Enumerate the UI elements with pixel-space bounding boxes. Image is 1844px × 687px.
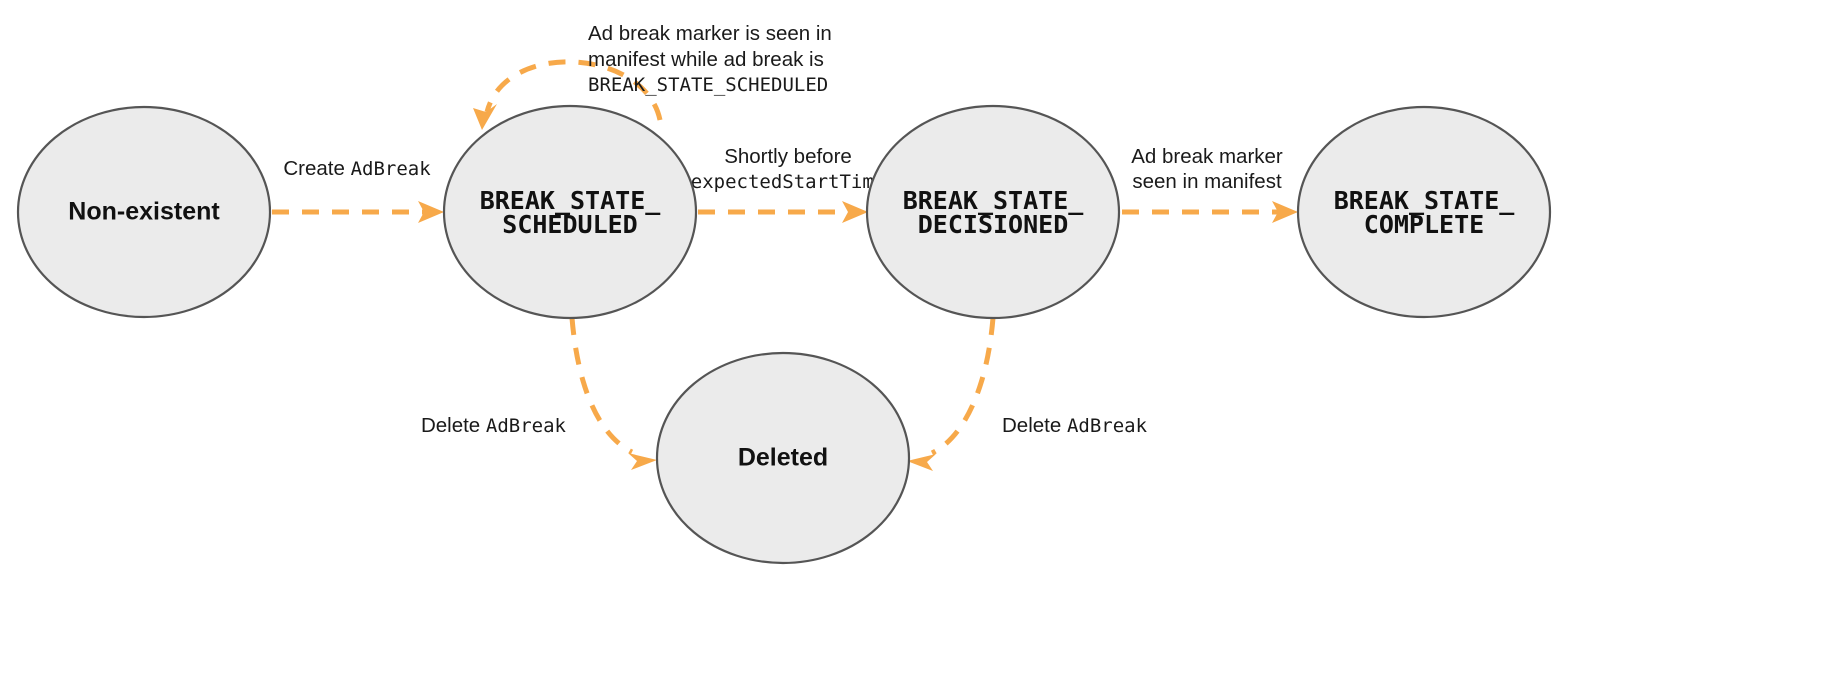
- edge-shortly-before-expected-start-time[interactable]: Shortly before expectedStartTime: [691, 145, 885, 223]
- edge-delete-from-scheduled-label: Delete AdBreak: [421, 414, 567, 437]
- node-non-existent-shape: [16, 105, 272, 319]
- node-break-state-decisioned-label-line1: BREAK_STATE_: [903, 186, 1085, 215]
- node-break-state-decisioned-shape: [865, 104, 1121, 320]
- edge-marker-seen-while-scheduled-label-line2: manifest while ad break is: [588, 48, 824, 71]
- edge-delete-from-decisioned-label: Delete AdBreak: [1002, 414, 1148, 437]
- node-break-state-complete-label-line2: COMPLETE: [1364, 210, 1484, 239]
- edge-delete-from-scheduled-label-mono: AdBreak: [486, 415, 567, 437]
- edge-marker-seen-while-scheduled-line: [484, 59, 663, 121]
- edge-delete-from-decisioned-line: [930, 317, 996, 456]
- edge-delete-adbreak-from-decisioned[interactable]: Delete AdBreak: [907, 317, 1148, 471]
- edge-delete-from-decisioned-label-sans: Delete: [1002, 414, 1067, 437]
- node-break-state-scheduled-shape: [442, 104, 698, 320]
- node-break-state-scheduled-label-line2: SCHEDULED: [502, 210, 637, 239]
- edge-create-adbreak-label-mono: AdBreak: [351, 158, 432, 180]
- edge-delete-adbreak-from-scheduled[interactable]: Delete AdBreak: [421, 317, 657, 470]
- edge-create-adbreak-label: Create AdBreak: [283, 157, 431, 180]
- edge-delete-from-scheduled-label-sans: Delete: [421, 414, 486, 437]
- edge-delete-from-scheduled-line: [569, 317, 634, 455]
- edge-delete-from-scheduled-arrowhead: [628, 453, 657, 470]
- node-break-state-scheduled-label-line1: BREAK_STATE_: [480, 186, 662, 215]
- edge-marker-seen-in-manifest-label-line1: Ad break marker: [1131, 145, 1283, 168]
- edge-shortly-before-label-sans: Shortly before: [724, 145, 852, 168]
- edge-delete-from-decisioned-arrowhead: [907, 454, 936, 471]
- edge-marker-seen-in-manifest-label-line2: seen in manifest: [1132, 170, 1282, 193]
- node-break-state-scheduled[interactable]: BREAK_STATE_ SCHEDULED: [442, 104, 698, 320]
- node-deleted[interactable]: Deleted: [655, 351, 911, 565]
- edge-marker-seen-while-scheduled-label-line1: Ad break marker is seen in: [588, 22, 832, 45]
- node-deleted-label: Deleted: [738, 444, 828, 472]
- node-break-state-complete-shape: [1296, 105, 1552, 319]
- edge-create-adbreak-label-sans: Create: [283, 157, 350, 180]
- node-non-existent[interactable]: Non-existent: [16, 105, 272, 319]
- edge-marker-seen-in-manifest-arrowhead: [1272, 201, 1298, 223]
- edge-create-adbreak-arrowhead: [418, 201, 444, 223]
- edge-delete-from-decisioned-label-mono: AdBreak: [1067, 415, 1148, 437]
- edge-marker-seen-in-manifest[interactable]: Ad break marker seen in manifest: [1122, 145, 1298, 223]
- node-break-state-decisioned[interactable]: BREAK_STATE_ DECISIONED: [865, 104, 1121, 320]
- node-break-state-complete-label-line1: BREAK_STATE_: [1334, 186, 1516, 215]
- edge-marker-seen-while-scheduled[interactable]: Ad break marker is seen in manifest whil…: [473, 22, 832, 130]
- node-non-existent-label: Non-existent: [68, 198, 220, 226]
- edge-shortly-before-arrowhead: [842, 201, 868, 223]
- edge-marker-seen-while-scheduled-label-line3: BREAK_STATE_SCHEDULED: [588, 74, 828, 96]
- node-deleted-shape: [655, 351, 911, 565]
- edge-shortly-before-label-mono: expectedStartTime: [691, 171, 885, 193]
- edge-create-adbreak[interactable]: Create AdBreak: [272, 157, 444, 223]
- node-break-state-complete[interactable]: BREAK_STATE_ COMPLETE: [1296, 105, 1552, 319]
- edge-marker-seen-while-scheduled-arrowhead: [473, 104, 497, 130]
- node-break-state-decisioned-label-line2: DECISIONED: [918, 210, 1069, 239]
